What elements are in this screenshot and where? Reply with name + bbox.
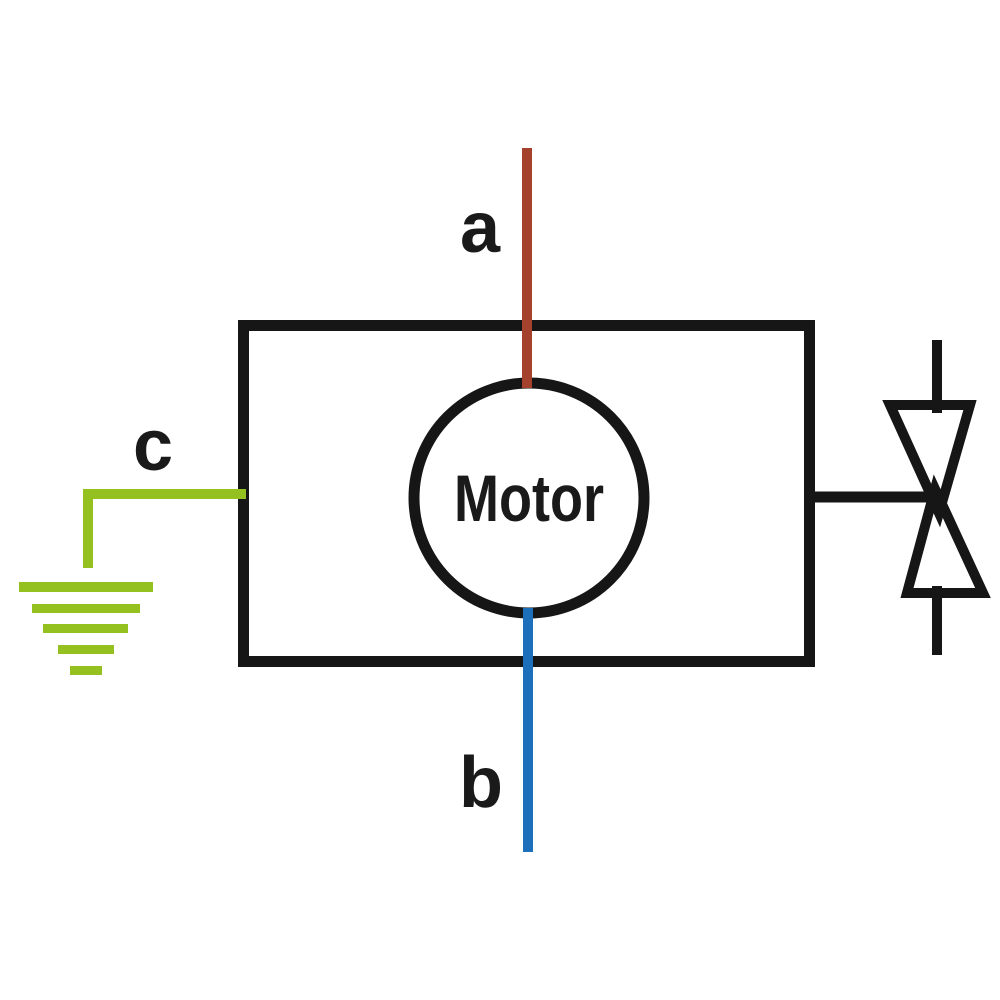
- suppressor-diode-symbol: [882, 340, 991, 655]
- earth-ground-icon: [19, 582, 153, 675]
- ground-bar-4: [58, 645, 114, 654]
- suppressor-bottom-triangle: [900, 474, 991, 598]
- diagram-labels: a b c Motor: [133, 188, 604, 823]
- ground-bar-2: [32, 604, 140, 613]
- suppressor-top-triangle: [882, 400, 977, 528]
- terminal-b-label: b: [459, 743, 503, 823]
- motor-label: Motor: [454, 461, 604, 535]
- wire-c: [83, 489, 246, 568]
- ground-bar-5: [70, 666, 102, 675]
- terminal-a-label: a: [460, 188, 501, 268]
- ground-bar-1: [19, 582, 153, 592]
- ground-bar-3: [43, 624, 128, 633]
- terminal-c-label: c: [133, 406, 173, 486]
